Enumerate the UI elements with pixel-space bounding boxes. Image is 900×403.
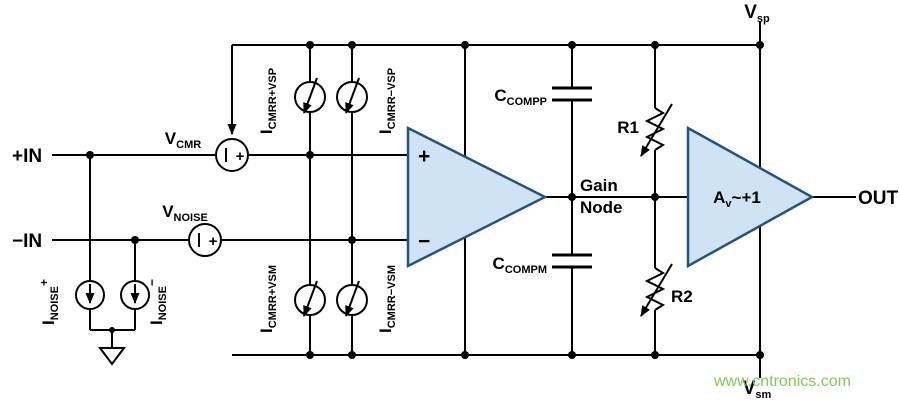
icmrr-minus-vsm-arrow — [345, 280, 360, 317]
r1-variable-arrow — [640, 103, 673, 157]
icmrr-plus-vsp-label: ICMRR+VSP — [257, 68, 279, 134]
vnoise-label: VNOISE — [162, 202, 208, 224]
vcmr-label: VCMR — [165, 129, 201, 151]
vcmr-battery-plus: + — [236, 148, 245, 165]
wires — [52, 22, 856, 378]
vsp-label: Vsp — [744, 2, 770, 25]
vcmr-source — [215, 138, 249, 172]
r2-variable-arrow — [640, 263, 673, 317]
opamp-plus-input-sign: + — [418, 145, 430, 168]
icmrr-minus-vsm-label: ICMRR−VSM — [376, 265, 398, 333]
out-label: OUT — [858, 188, 899, 209]
components — [75, 77, 815, 366]
gain-node-label-line2: Node — [580, 198, 623, 217]
ground-symbol — [98, 347, 126, 366]
compm-label: CCOMPM — [493, 254, 547, 276]
r1-label: R1 — [617, 118, 639, 137]
r1-resistor — [644, 107, 666, 151]
watermark: www.cntronics.com — [713, 373, 851, 390]
opamp-triangle — [406, 125, 548, 269]
buffer-triangle — [686, 125, 815, 269]
buffer-gain-label: Av~+1 — [713, 188, 761, 210]
icmrr-minus-vsp-label: ICMRR−VSP — [376, 68, 398, 134]
minus-in-label: −IN — [12, 231, 42, 252]
icmrr-plus-vsp-arrow — [303, 77, 318, 114]
labels: Vsp Vsm +IN −IN VCMR VNOISE INOISE+ INOI… — [12, 2, 899, 401]
opamp-minus-input-sign: − — [418, 230, 430, 253]
plus-in-label: +IN — [12, 146, 42, 167]
compp-label: CCOMPP — [494, 86, 547, 108]
icmrr-plus-vsm-label: ICMRR+VSM — [257, 265, 279, 333]
inoise-minus-label: INOISE− — [145, 279, 169, 325]
vsm-label: Vsm — [743, 378, 772, 401]
inoise-plus-label: INOISE+ — [37, 279, 61, 325]
vnoise-source — [188, 223, 222, 257]
r2-resistor — [644, 267, 666, 311]
junction-dots — [86, 41, 764, 359]
icmrr-minus-vsp-arrow — [345, 77, 360, 114]
r2-label: R2 — [671, 287, 693, 306]
gain-node-label-line1: Gain — [580, 176, 618, 195]
vnoise-battery-plus: + — [209, 233, 218, 250]
icmrr-plus-vsm-arrow — [303, 280, 318, 317]
